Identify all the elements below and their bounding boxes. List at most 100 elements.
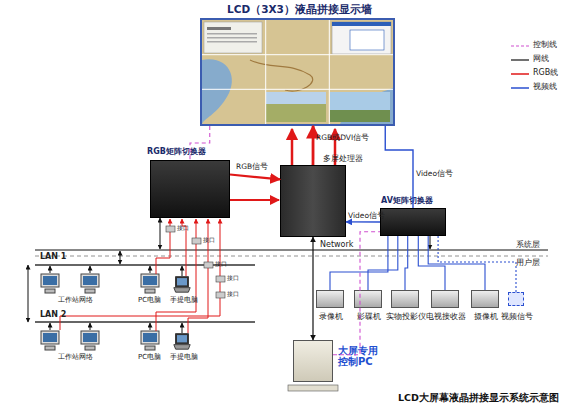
rgb-matrix-switcher: RGB矩阵切换器 (150, 160, 230, 218)
newspaper-window (204, 22, 262, 53)
signal-connector (346, 221, 380, 223)
interface-label: 接口 (177, 225, 189, 232)
signal-connector (312, 126, 315, 165)
network-link (160, 218, 161, 249)
wall-seam (329, 20, 330, 124)
legend-text: 视频线 (533, 83, 557, 92)
landscape-ground (330, 110, 390, 122)
legend-line (511, 73, 529, 75)
device-label: 工作站网络 (58, 354, 93, 362)
legend-item: 网线 (510, 54, 586, 66)
newspaper-line (207, 33, 257, 35)
pc-icon (141, 274, 159, 293)
map-river (250, 60, 313, 91)
node-label: 大屏专用 控制PC (338, 345, 384, 367)
signal-connector (438, 236, 516, 292)
map-sea (202, 59, 232, 124)
lan-drop (150, 323, 151, 330)
pc-icon (81, 274, 99, 293)
lan-name: LAN 1 (40, 253, 66, 262)
signal-connector (385, 126, 413, 208)
pc-icon (41, 274, 59, 293)
interface-label: 接口 (215, 261, 227, 268)
interface-label: 接口 (203, 237, 215, 244)
av-matrix-switcher: AV矩阵切换器 (380, 208, 446, 236)
rgb-input-arrow (230, 199, 279, 201)
vcr-device: 录像机 (316, 290, 344, 308)
dialog-window (350, 30, 384, 50)
node-label: AV矩阵切换器 (381, 197, 461, 206)
layer-divider (35, 256, 548, 257)
laptop-icon (174, 334, 190, 349)
map-background (202, 20, 393, 124)
signal-connector (405, 236, 408, 290)
newspaper-line (207, 37, 257, 39)
window-titlebar (332, 22, 391, 26)
lan-drop (90, 323, 91, 330)
tv-receiver: 电视接收器 (431, 290, 459, 308)
interface-box (216, 292, 225, 298)
lan-drop (50, 266, 51, 273)
wall-seam (265, 20, 266, 124)
interface-box (216, 276, 225, 282)
layer-label: Network (320, 241, 353, 250)
node-label: RGB矩阵切换器 (147, 148, 237, 157)
rgb-feed (60, 219, 220, 330)
interface-label: 接口 (227, 275, 239, 282)
signal-label: Video信号 (348, 212, 385, 220)
network-link (120, 251, 121, 264)
signal-connector (312, 237, 313, 340)
legend-swatch (510, 40, 530, 52)
pc-icon (141, 331, 159, 350)
legend-text: RGB线 (533, 69, 558, 78)
desktop-window (332, 22, 391, 54)
landscape-photo (266, 92, 326, 122)
legend-swatch (510, 68, 530, 80)
laptop-icon (174, 277, 190, 292)
wall-seam (202, 89, 393, 90)
device-label: PC电脑 (138, 354, 161, 362)
network-line (35, 250, 548, 251)
visual-presenter: 实物投影仪 (391, 290, 419, 308)
layer-label: 用户层 (516, 259, 540, 268)
lan-drop (182, 323, 183, 333)
video-wall: LCD（3X3）液晶拼接显示墙 (200, 18, 395, 126)
legend-item: 控制线 (510, 40, 586, 52)
legend-swatch (510, 82, 530, 94)
multi-screen-processor: 多屏处理器 (280, 165, 346, 237)
lan-drop (90, 266, 91, 273)
rgb-output-arrow (291, 129, 294, 165)
legend-item: RGB线 (510, 68, 586, 80)
pc-icon (81, 331, 99, 350)
device-label: 手提电脑 (170, 297, 198, 305)
diagram-caption: LCD大屏幕液晶拼接显示系统示意图 (398, 393, 559, 403)
interface-box (192, 238, 201, 244)
signal-label: Video信号 (416, 170, 453, 178)
pc-icon (41, 331, 59, 350)
legend-line (511, 59, 529, 60)
signal-connector (418, 236, 445, 290)
lan-line (35, 321, 255, 323)
lan-drop (182, 266, 183, 276)
signal-connector (230, 175, 280, 180)
network-link (28, 265, 29, 322)
legend-swatch (510, 54, 530, 66)
camera-device: 摄像机 (471, 290, 499, 308)
legend-line (511, 45, 529, 46)
node-label: 多屏处理器 (323, 155, 383, 164)
video-source: 视频信号 (508, 292, 524, 306)
legend-item: 视频线 (510, 82, 586, 94)
signal-label: RGB或DVI信号 (316, 134, 369, 142)
newspaper-headline (207, 27, 231, 30)
node-label: LCD（3X3）液晶拼接显示墙 (202, 4, 397, 16)
device-label: 手提电脑 (170, 354, 198, 362)
control-pc: 大屏专用 控制PC (293, 340, 333, 382)
newspaper-line (207, 41, 257, 43)
network-link (430, 236, 431, 249)
lan-drop (150, 266, 151, 273)
node-label: 录像机 (304, 313, 358, 321)
signal-label: RGB信号 (236, 163, 268, 171)
wall-seam (202, 54, 393, 55)
lan-name: LAN 2 (40, 311, 66, 320)
